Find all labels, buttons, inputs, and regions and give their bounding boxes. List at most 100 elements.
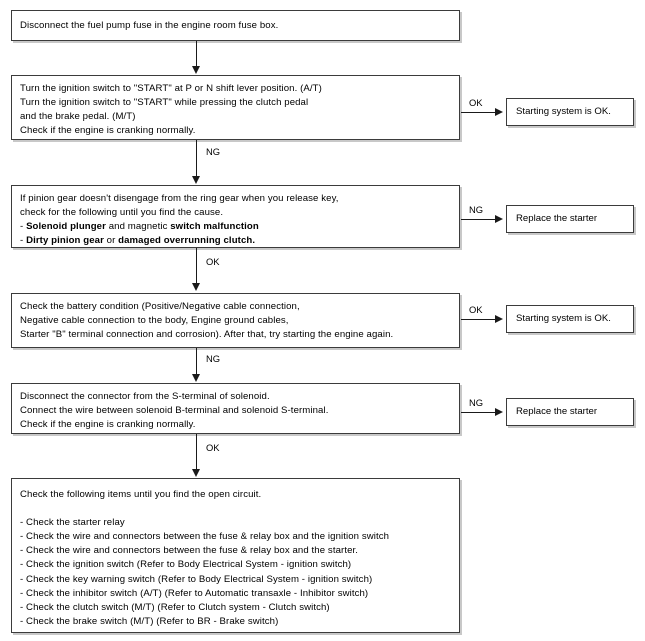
branch-label-ok-3: OK [469, 304, 483, 315]
result-2-label: Replace the starter [516, 213, 598, 224]
text-line: - Check the wire and connectors between … [20, 530, 453, 544]
branch-label-ng-2: NG [469, 204, 484, 215]
result-box-4: Replace the starter [506, 398, 634, 426]
text-line: - Check the ignition switch (Refer to Bo… [20, 558, 453, 572]
branch-ng-2-line [461, 219, 497, 220]
step-5-text: Disconnect the connector from the S-term… [20, 390, 453, 432]
plain-text: Starter "B" terminal connection and corr… [20, 329, 394, 341]
process-box-step-5: Disconnect the connector from the S-term… [11, 383, 460, 434]
branch-ok-1-arrow [495, 108, 503, 116]
text-line: Check the battery condition (Positive/Ne… [20, 300, 453, 314]
plain-text: Check the battery condition (Positive/Ne… [20, 301, 300, 312]
text-line: - Dirty pinion gear or damaged overrunni… [20, 234, 453, 248]
text-line: Turn the ignition switch to "START" whil… [20, 96, 453, 110]
plain-text: Check the following items until you find… [20, 489, 262, 500]
connector-step2-step3 [196, 140, 197, 177]
text-line: Disconnect the fuel pump fuse in the eng… [20, 19, 453, 33]
plain-text: If pinion gear doesn't disengage from th… [20, 193, 339, 204]
text-line: Connect the wire between solenoid B-term… [20, 404, 453, 418]
text-line: - Check the key warning switch (Refer to… [20, 573, 453, 587]
result-3-label: Starting system is OK. [516, 313, 611, 324]
connector-step5-step6-arrow [192, 469, 200, 477]
connector-step2-step3-arrow [192, 176, 200, 184]
emphasis-text: switch malfunction [170, 221, 259, 233]
text-line [20, 502, 453, 516]
branch-ng-4-arrow [495, 408, 503, 416]
step-6-text: Check the following items until you find… [20, 488, 453, 629]
plain-text: - Check the wire and connectors between … [20, 531, 390, 543]
plain-text: Negative cable connection to the body, E… [20, 315, 289, 327]
text-line: Turn the ignition switch to "START" at P… [20, 82, 453, 96]
plain-text: check for the following until you find t… [20, 207, 224, 219]
process-box-step-4: Check the battery condition (Positive/Ne… [11, 293, 460, 348]
branch-ok-3-line [461, 319, 497, 320]
plain-text: Check if the engine is cranking normally… [20, 419, 196, 431]
connector-step4-step5 [196, 348, 197, 375]
plain-text: - Check the clutch switch (M/T) (Refer t… [20, 601, 330, 613]
result-4-label: Replace the starter [516, 406, 598, 417]
emphasis-text: Dirty pinion gear [26, 235, 104, 247]
plain-text: and magnetic [105, 221, 171, 233]
branch-label-ng-3: NG [206, 353, 221, 364]
text-line: If pinion gear doesn't disengage from th… [20, 192, 453, 206]
plain-text: - Check the key warning switch (Refer to… [20, 573, 373, 585]
branch-ng-2-arrow [495, 215, 503, 223]
process-box-step-2: Turn the ignition switch to "START" at P… [11, 75, 460, 140]
branch-ok-3-arrow [495, 315, 503, 323]
text-line: - Check the clutch switch (M/T) (Refer t… [20, 601, 453, 615]
plain-text: - Check the starter relay [20, 517, 125, 529]
text-line: check for the following until you find t… [20, 206, 453, 220]
text-line: and the brake pedal. (M/T) [20, 110, 453, 124]
step-1-text: Disconnect the fuel pump fuse in the eng… [20, 19, 453, 33]
result-box-1: Starting system is OK. [506, 98, 634, 126]
plain-text: Disconnect the fuel pump fuse in the eng… [20, 20, 279, 31]
plain-text: - [20, 235, 27, 247]
branch-ng-4-line [461, 412, 497, 413]
connector-step1-step2 [196, 41, 197, 67]
emphasis-text: damaged overrunning clutch. [118, 235, 256, 247]
branch-ok-1-line [461, 112, 497, 113]
plain-text: - Check the ignition switch (Refer to Bo… [20, 559, 352, 571]
emphasis-text: Solenoid plunger [26, 221, 106, 233]
step-3-text: If pinion gear doesn't disengage from th… [20, 192, 453, 248]
text-line: Check if the engine is cranking normally… [20, 124, 453, 138]
text-line: Disconnect the connector from the S-term… [20, 390, 453, 404]
text-line: Check the following items until you find… [20, 488, 453, 502]
step-4-text: Check the battery condition (Positive/Ne… [20, 300, 453, 342]
plain-text: - Check the brake switch (M/T) (Refer to… [20, 615, 279, 627]
plain-text: - Check the wire and connectors between … [20, 545, 359, 557]
connector-step1-step2-arrow [192, 66, 200, 74]
step-2-text: Turn the ignition switch to "START" at P… [20, 82, 453, 138]
result-1-label: Starting system is OK. [516, 106, 611, 117]
text-line: - Check the inhibitor switch (A/T) (Refe… [20, 587, 453, 601]
text-line: - Check the wire and connectors between … [20, 544, 453, 558]
branch-label-ng-4: NG [469, 397, 484, 408]
text-line: - Check the brake switch (M/T) (Refer to… [20, 615, 453, 629]
plain-text: - Check the inhibitor switch (A/T) (Refe… [20, 587, 369, 599]
text-line: Starter "B" terminal connection and corr… [20, 328, 453, 342]
text-line: - Solenoid plunger and magnetic switch m… [20, 220, 453, 234]
text-line: - Check the starter relay [20, 516, 453, 530]
text-line: Check if the engine is cranking normally… [20, 418, 453, 432]
plain-text: Connect the wire between solenoid B-term… [20, 405, 329, 417]
plain-text: Turn the ignition switch to "START" whil… [20, 97, 309, 109]
result-box-2: Replace the starter [506, 205, 634, 233]
plain-text: Check if the engine is cranking normally… [20, 125, 196, 137]
branch-label-ng-1: NG [206, 146, 221, 157]
result-box-3: Starting system is OK. [506, 305, 634, 333]
plain-text: Disconnect the connector from the S-term… [20, 391, 270, 402]
plain-text: Turn the ignition switch to "START" at P… [20, 83, 322, 94]
connector-step3-step4 [196, 248, 197, 284]
process-box-step-1: Disconnect the fuel pump fuse in the eng… [11, 10, 460, 41]
plain-text: or [103, 235, 119, 247]
connector-step3-step4-arrow [192, 283, 200, 291]
branch-label-ok-1: OK [469, 97, 483, 108]
connector-step4-step5-arrow [192, 374, 200, 382]
branch-label-ok-4: OK [206, 442, 220, 453]
process-box-step-6: Check the following items until you find… [11, 478, 460, 633]
branch-label-ok-2: OK [206, 256, 220, 267]
plain-text: and the brake pedal. (M/T) [20, 111, 136, 123]
connector-step5-step6 [196, 434, 197, 470]
process-box-step-3: If pinion gear doesn't disengage from th… [11, 185, 460, 248]
